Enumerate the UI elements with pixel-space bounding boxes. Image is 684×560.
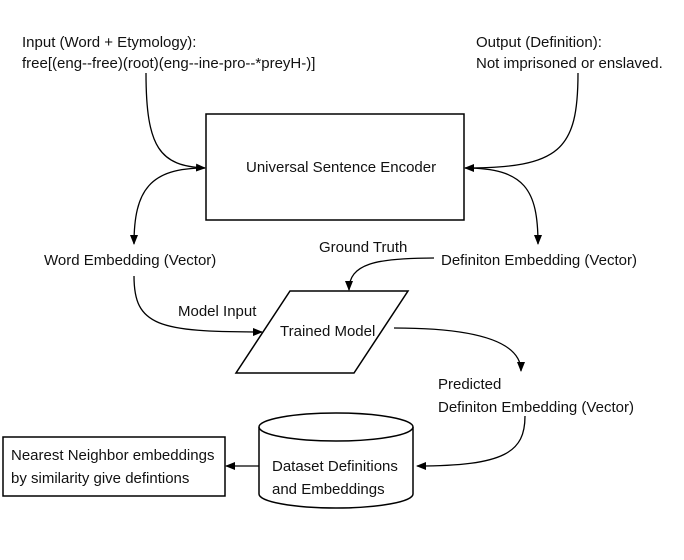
- output-heading: Output (Definition):: [476, 34, 602, 51]
- dataset-label-line2: and Embeddings: [272, 481, 385, 498]
- nearest-label-line2: by similarity give defintions: [11, 470, 189, 487]
- trained-model-shape: [234, 290, 410, 374]
- arrow-word-embedding-to-model: [133, 275, 263, 336]
- trained-model-label: Trained Model: [280, 323, 375, 340]
- ground-truth-label: Ground Truth: [319, 239, 407, 256]
- input-heading: Input (Word + Etymology):: [22, 34, 196, 51]
- dataset-cylinder: [258, 412, 414, 509]
- definition-embedding-label: Definiton Embedding (Vector): [441, 252, 637, 269]
- nearest-neighbor-box: [2, 436, 226, 497]
- arrow-output-to-encoder: [464, 72, 579, 172]
- predicted-label-line2: Definiton Embedding (Vector): [438, 399, 634, 416]
- input-value: free[(eng--free)(root)(eng--ine-pro--*pr…: [22, 55, 315, 72]
- arrow-encoder-to-definition-embedding: [464, 167, 542, 245]
- word-embedding-label: Word Embedding (Vector): [44, 252, 216, 269]
- arrow-encoder-to-word-embedding: [130, 167, 206, 245]
- arrow-model-to-predicted: [393, 327, 525, 372]
- encoder-label: Universal Sentence Encoder: [246, 159, 436, 176]
- arrow-predicted-to-dataset: [416, 415, 526, 470]
- dataset-label-line1: Dataset Definitions: [272, 458, 398, 475]
- predicted-label-line1: Predicted: [438, 376, 501, 393]
- nearest-label-line1: Nearest Neighbor embeddings: [11, 447, 214, 464]
- model-input-label: Model Input: [178, 303, 257, 320]
- arrow-definition-to-model: [345, 257, 435, 291]
- encoder-box: [205, 113, 465, 221]
- output-value: Not imprisoned or enslaved.: [476, 55, 663, 72]
- arrow-input-to-encoder: [145, 72, 206, 172]
